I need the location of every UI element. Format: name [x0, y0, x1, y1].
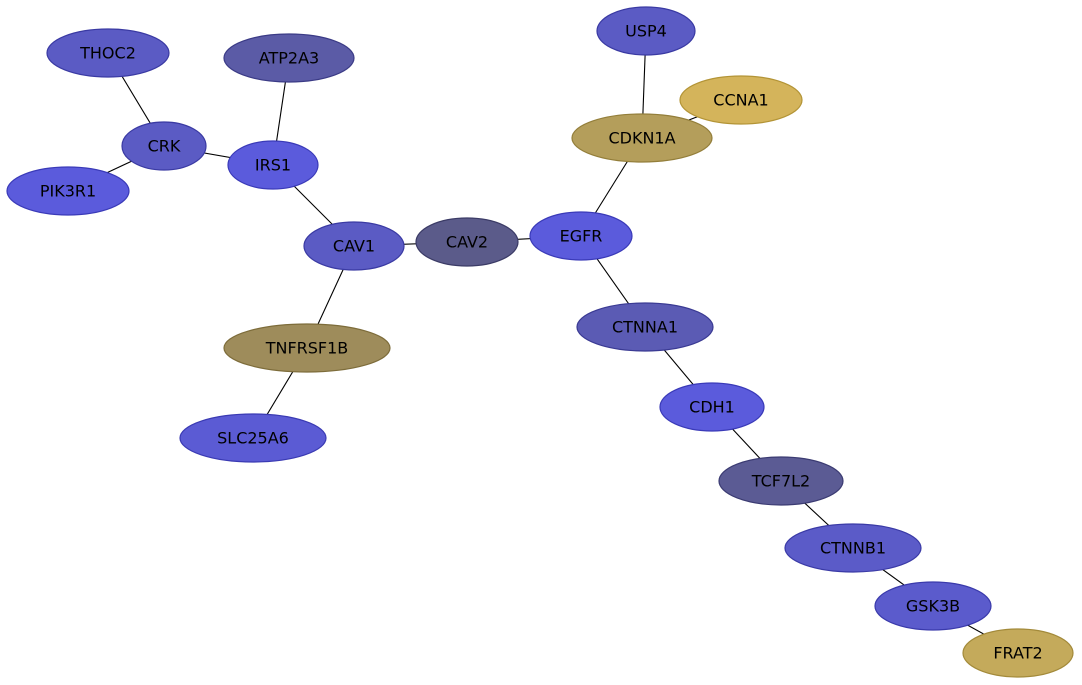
- node-ellipse: [529, 211, 633, 261]
- node-ellipse: [874, 581, 992, 631]
- node-usp4[interactable]: USP4: [596, 6, 696, 56]
- node-atp2a3[interactable]: ATP2A3: [223, 33, 355, 83]
- node-label: CRK: [148, 137, 181, 156]
- node-ellipse: [303, 221, 405, 271]
- node-label: SLC25A6: [217, 429, 289, 448]
- node-tcf7l2[interactable]: TCF7L2: [718, 456, 844, 506]
- node-ctnna1[interactable]: CTNNA1: [576, 302, 714, 352]
- node-crk[interactable]: CRK: [121, 121, 207, 171]
- node-ellipse: [596, 6, 696, 56]
- node-ellipse: [223, 323, 391, 373]
- node-ellipse: [415, 217, 519, 267]
- node-label: CAV1: [333, 237, 375, 256]
- node-ellipse: [46, 28, 170, 78]
- node-label: USP4: [625, 22, 667, 41]
- node-ccna1[interactable]: CCNA1: [679, 75, 803, 125]
- node-cdh1[interactable]: CDH1: [659, 382, 765, 432]
- node-cav1[interactable]: CAV1: [303, 221, 405, 271]
- node-ellipse: [679, 75, 803, 125]
- node-label: CDKN1A: [608, 129, 675, 148]
- node-label: CTNNB1: [820, 539, 886, 558]
- node-thoc2[interactable]: THOC2: [46, 28, 170, 78]
- node-tnfrsf1b[interactable]: TNFRSF1B: [223, 323, 391, 373]
- node-ellipse: [784, 523, 922, 573]
- node-ellipse: [121, 121, 207, 171]
- node-egfr[interactable]: EGFR: [529, 211, 633, 261]
- node-label: THOC2: [79, 44, 136, 63]
- node-ellipse: [179, 413, 327, 463]
- node-ellipse: [227, 140, 319, 190]
- node-ellipse: [962, 628, 1074, 678]
- node-ellipse: [6, 166, 130, 216]
- node-cdkn1a[interactable]: CDKN1A: [571, 113, 713, 163]
- node-label: PIK3R1: [40, 182, 96, 201]
- node-label: TNFRSF1B: [265, 339, 349, 358]
- node-label: CCNA1: [713, 91, 768, 110]
- node-label: EGFR: [560, 227, 603, 246]
- node-ellipse: [659, 382, 765, 432]
- node-label: GSK3B: [906, 597, 960, 616]
- node-ellipse: [576, 302, 714, 352]
- node-irs1[interactable]: IRS1: [227, 140, 319, 190]
- node-ellipse: [223, 33, 355, 83]
- node-label: CDH1: [689, 398, 735, 417]
- node-label: ATP2A3: [259, 49, 319, 68]
- node-label: IRS1: [255, 156, 291, 175]
- node-frat2[interactable]: FRAT2: [962, 628, 1074, 678]
- node-ellipse: [718, 456, 844, 506]
- node-ellipse: [571, 113, 713, 163]
- node-label: CTNNA1: [612, 318, 678, 337]
- node-cav2[interactable]: CAV2: [415, 217, 519, 267]
- node-pik3r1[interactable]: PIK3R1: [6, 166, 130, 216]
- node-ctnnb1[interactable]: CTNNB1: [784, 523, 922, 573]
- node-slc25a6[interactable]: SLC25A6: [179, 413, 327, 463]
- node-label: CAV2: [446, 233, 488, 252]
- node-gsk3b[interactable]: GSK3B: [874, 581, 992, 631]
- node-label: FRAT2: [993, 644, 1042, 663]
- node-label: TCF7L2: [751, 472, 810, 491]
